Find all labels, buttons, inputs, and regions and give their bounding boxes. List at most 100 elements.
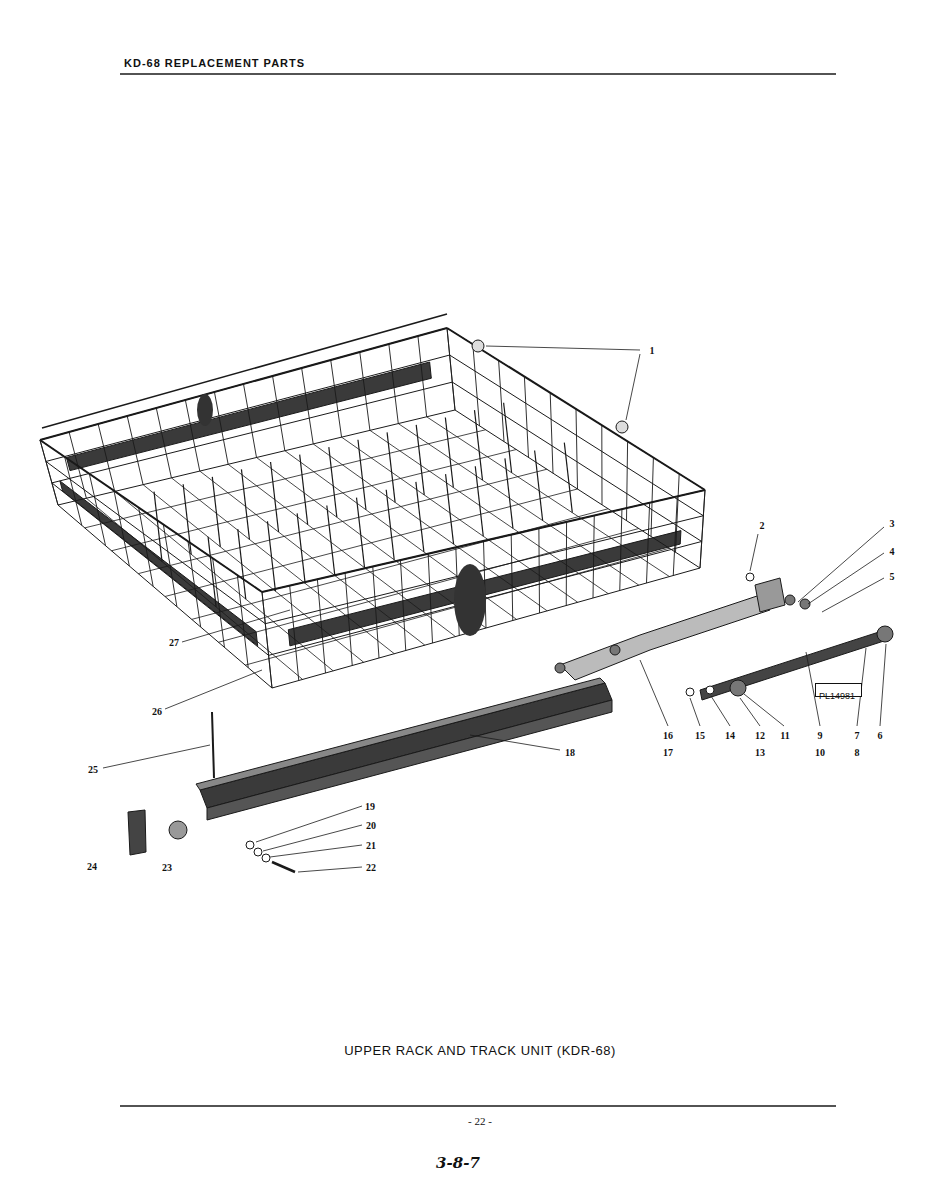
washer [686, 688, 694, 696]
wire [52, 382, 452, 483]
wire [373, 567, 379, 659]
callout-number: 21 [366, 840, 376, 851]
wire [447, 328, 705, 490]
callout-number: 17 [663, 747, 673, 758]
callout-number: 11 [780, 730, 789, 741]
wire [499, 360, 504, 441]
rack-tine [154, 492, 162, 562]
leader-line [690, 698, 700, 726]
washer [246, 841, 254, 849]
roller [555, 663, 565, 673]
wire [593, 516, 594, 599]
washer [254, 848, 262, 856]
callout-number: 10 [815, 747, 825, 758]
callout-number: 22 [366, 862, 376, 873]
wire [262, 490, 705, 592]
nut [616, 421, 628, 433]
callout-number: 8 [855, 747, 860, 758]
wire [400, 560, 405, 650]
track-rail-top [196, 678, 605, 790]
callout-number: 20 [366, 820, 376, 831]
callout-number: 16 [663, 730, 673, 741]
callout-number: 9 [818, 730, 823, 741]
footer-rule [120, 1105, 836, 1107]
wire [40, 440, 262, 592]
rack-hub [197, 394, 213, 426]
plate-number: PL14981 [819, 691, 855, 701]
washer [262, 854, 270, 862]
callout-number: 3 [890, 518, 895, 529]
wire [40, 328, 447, 440]
rack-tine [208, 537, 216, 607]
wire [452, 382, 701, 541]
rack-tine [386, 490, 394, 560]
wire [601, 425, 602, 505]
rack-tine [241, 469, 249, 539]
wire [273, 376, 285, 451]
wire [188, 541, 201, 627]
pin [212, 712, 214, 778]
roller [785, 595, 795, 605]
wire [42, 314, 447, 428]
roller [730, 680, 746, 696]
wire [40, 328, 447, 440]
end-cap [128, 810, 146, 855]
rack-rail-strip [66, 362, 431, 471]
stop-roller [169, 821, 187, 839]
wire [647, 503, 650, 583]
wire [85, 430, 486, 528]
rack-tine [238, 529, 246, 599]
callout-number: 7 [855, 730, 860, 741]
wire [237, 575, 248, 668]
wire [127, 416, 143, 485]
wire [418, 336, 427, 417]
leader-line [256, 806, 362, 842]
leader-line [103, 745, 210, 768]
callout-number: 1 [650, 345, 655, 356]
wire [389, 344, 398, 424]
track-arm [700, 630, 887, 700]
callout-number: 25 [88, 764, 98, 775]
wire [138, 469, 547, 573]
roller [610, 645, 620, 655]
wire [700, 490, 705, 568]
washer [706, 686, 714, 694]
wire [511, 535, 513, 621]
wire [156, 408, 171, 478]
wire [360, 352, 370, 430]
wire [524, 377, 528, 458]
wire [165, 489, 578, 597]
wire [566, 522, 567, 606]
wire [447, 328, 455, 410]
leader-line [182, 610, 290, 642]
rack-tine [212, 477, 220, 547]
leader-line [750, 534, 758, 571]
wire [290, 586, 299, 681]
wire [550, 393, 553, 473]
callout-number: 6 [878, 730, 883, 741]
wire [40, 440, 262, 592]
rack-tine [535, 451, 543, 521]
leader-line [808, 553, 884, 604]
rack-tine [475, 466, 483, 536]
wire [620, 509, 622, 590]
wire [447, 328, 455, 410]
rack-tine [300, 455, 308, 525]
leader-line [470, 735, 560, 750]
leader-line [486, 346, 640, 350]
rack-tine [271, 462, 279, 532]
handwritten-note: 3-8-7 [436, 1154, 480, 1172]
nut [472, 340, 484, 352]
wire [331, 360, 342, 437]
wire [447, 328, 705, 490]
callout-number: 5 [890, 571, 895, 582]
wire [302, 368, 314, 444]
wire [651, 458, 653, 537]
rack-tine [505, 458, 513, 528]
wire [428, 554, 432, 643]
callout-number: 26 [152, 706, 162, 717]
plate-number-box: PL14981 [815, 683, 862, 697]
callout-number: 18 [565, 747, 575, 758]
wire [262, 592, 272, 688]
